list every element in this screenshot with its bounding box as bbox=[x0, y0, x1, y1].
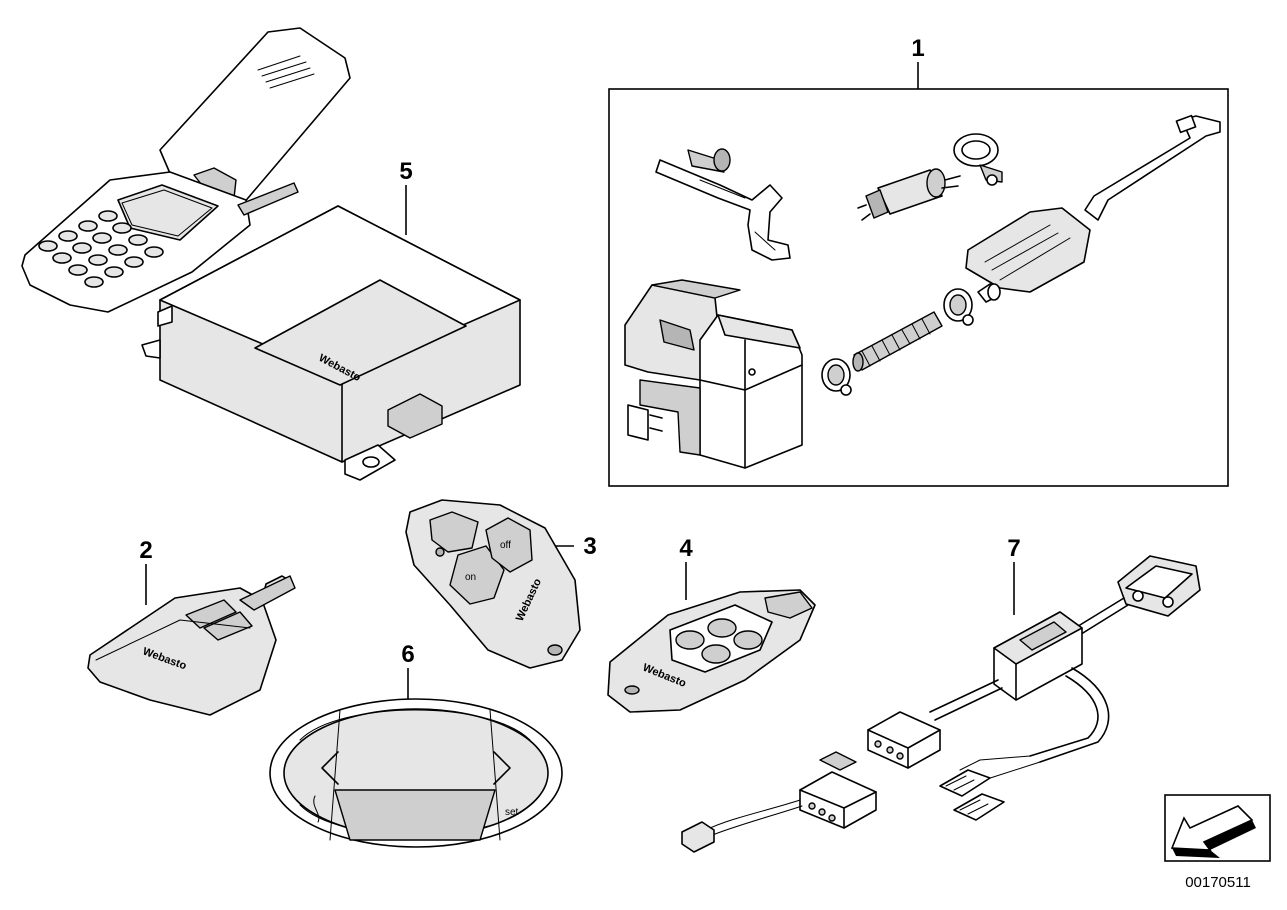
hose-clamp-lower-left bbox=[821, 358, 852, 396]
callout-3: 3 bbox=[583, 533, 596, 560]
hose-clamp-top bbox=[953, 133, 1003, 186]
fuel-hose bbox=[655, 148, 791, 261]
display6-set-button: set bbox=[505, 807, 519, 818]
heater-unit bbox=[624, 279, 803, 469]
part-4-remote-flat: 4 Webasto bbox=[607, 535, 816, 713]
callout-6: 6 bbox=[401, 641, 414, 668]
dosing-pump bbox=[857, 168, 961, 221]
remote3-button-off: off bbox=[500, 540, 511, 551]
exhaust-silencer bbox=[965, 114, 1221, 303]
part-6-display: 6 set bbox=[269, 641, 563, 848]
phone-keypad bbox=[38, 210, 164, 288]
callout-1: 1 bbox=[911, 35, 924, 62]
mobile-phone bbox=[21, 27, 351, 313]
part-1-heater-kit: 1 bbox=[608, 35, 1229, 487]
part-2-remote-antenna: 2 Webasto bbox=[87, 537, 296, 716]
callout-7: 7 bbox=[1007, 535, 1020, 562]
part-7-diagnostic-cable: 7 bbox=[681, 535, 1201, 853]
hose-clamp-lower-right bbox=[943, 288, 974, 326]
callout-2: 2 bbox=[139, 537, 152, 564]
direction-marker: 00170511 bbox=[1164, 794, 1271, 891]
reference-number: 00170511 bbox=[1185, 874, 1251, 891]
callout-5: 5 bbox=[399, 158, 412, 185]
remote3-button-on: on bbox=[465, 572, 476, 583]
direction-arrow-icon bbox=[1170, 805, 1256, 858]
part-5-control-unit: 5 Webasto bbox=[141, 158, 521, 481]
callout-4: 4 bbox=[679, 535, 693, 562]
flex-pipe bbox=[852, 311, 943, 372]
part-3-remote-onoff: 3 on off Webasto bbox=[405, 499, 597, 669]
